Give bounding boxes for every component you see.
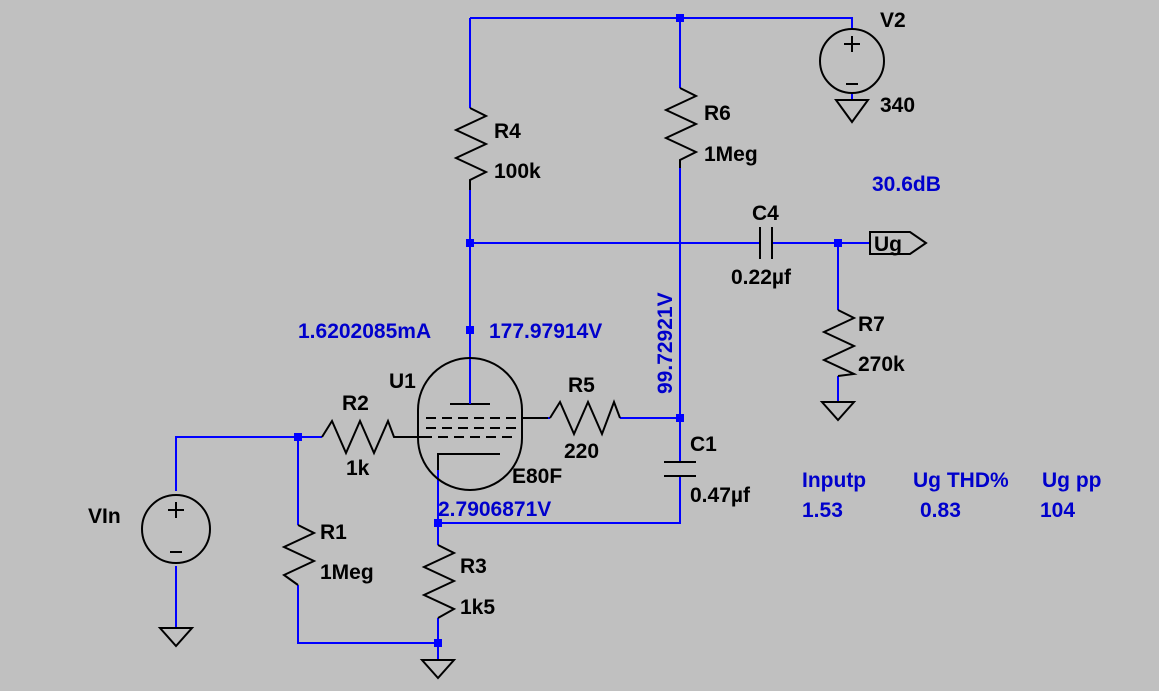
ground-icon bbox=[419, 659, 457, 680]
junction-dot bbox=[466, 326, 474, 334]
capacitor-c4-value: 0.22µf bbox=[731, 266, 792, 289]
net-label-ug-flag bbox=[869, 231, 928, 255]
capacitor-c1[interactable]: C1 0.47µf bbox=[664, 433, 751, 507]
capacitor-c4[interactable]: C4 0.22µf bbox=[731, 202, 792, 289]
resistor-r3-value: 1k5 bbox=[460, 596, 495, 619]
resistor-r3[interactable]: R3 1k5 bbox=[421, 544, 495, 619]
grounds bbox=[157, 99, 870, 680]
voltage-source-vin-name: VIn bbox=[88, 505, 121, 528]
tube-u1[interactable]: U1 E80F bbox=[389, 357, 562, 491]
cathode-voltage-readout: 2.7906871V bbox=[438, 498, 551, 521]
resistor-r3-name: R3 bbox=[460, 555, 487, 578]
resistor-r5-symbol bbox=[549, 399, 621, 437]
measurement-label: Ug pp bbox=[1042, 469, 1101, 492]
resistor-r4-name: R4 bbox=[494, 120, 521, 143]
voltage-source-v2-value: 340 bbox=[880, 94, 915, 117]
resistor-r4[interactable]: R4 100k bbox=[453, 107, 541, 190]
junction-dot bbox=[466, 239, 474, 247]
resistor-r7-symbol bbox=[821, 309, 858, 377]
measurement-label: Inputp bbox=[802, 469, 866, 492]
resistor-r6-name: R6 bbox=[704, 102, 731, 125]
probe-annotations: 30.6dB 1.6202085mA 177.97914V 99.72921V … bbox=[298, 173, 941, 521]
resistor-r5-value: 220 bbox=[564, 440, 599, 463]
wire-r1-bottom bbox=[297, 585, 438, 644]
voltage-source-v2[interactable]: V2 340 bbox=[819, 9, 915, 117]
net-label-ug-text: Ug bbox=[874, 233, 902, 256]
ground-icon bbox=[157, 627, 195, 648]
voltage-source-v2-name: V2 bbox=[880, 9, 906, 32]
junctions bbox=[294, 14, 842, 647]
measurement-value: 104 bbox=[1040, 499, 1075, 522]
resistor-r5[interactable]: R5 220 bbox=[549, 374, 621, 463]
resistor-r6-symbol bbox=[663, 87, 699, 168]
junction-dot bbox=[676, 14, 684, 22]
resistor-r1-name: R1 bbox=[320, 521, 347, 544]
measurement-label: Ug THD% bbox=[913, 469, 1009, 492]
resistor-r6-value: 1Meg bbox=[704, 143, 758, 166]
resistor-r2-value: 1k bbox=[346, 457, 370, 480]
tube-envelope bbox=[417, 357, 523, 491]
resistor-r2-name: R2 bbox=[342, 392, 369, 415]
ground-icon bbox=[819, 401, 857, 422]
measurement-value: 0.83 bbox=[920, 499, 961, 522]
resistor-r1-value: 1Meg bbox=[320, 561, 374, 584]
anode-voltage-readout: 177.97914V bbox=[489, 320, 602, 343]
voltage-source-v2-body bbox=[819, 28, 885, 94]
resistor-r7-value: 270k bbox=[858, 353, 905, 376]
junction-dot bbox=[294, 433, 302, 441]
resistor-r6[interactable]: R6 1Meg bbox=[663, 87, 758, 168]
resistor-r1[interactable]: R1 1Meg bbox=[281, 521, 374, 586]
voltage-source-vin[interactable]: VIn bbox=[88, 494, 211, 564]
measurements: Inputp 1.53 Ug THD% 0.83 Ug pp 104 bbox=[802, 469, 1101, 522]
gain-readout: 30.6dB bbox=[872, 173, 941, 196]
resistor-r3-symbol bbox=[421, 544, 457, 619]
wire-c1-bottom bbox=[438, 476, 681, 524]
capacitor-c1-name: C1 bbox=[690, 433, 717, 456]
tube-cathode bbox=[437, 453, 500, 470]
junction-dot bbox=[434, 639, 442, 647]
wire-top-rail bbox=[470, 17, 853, 30]
resistor-r1-symbol bbox=[281, 524, 317, 586]
voltage-source-vin-body bbox=[141, 494, 211, 564]
capacitor-c1-value: 0.47µf bbox=[690, 484, 751, 507]
wire-input bbox=[175, 436, 322, 491]
tube-u1-name: U1 bbox=[389, 370, 416, 393]
ground-icon bbox=[834, 99, 870, 124]
tube-u1-value: E80F bbox=[512, 465, 562, 488]
measurement-value: 1.53 bbox=[802, 499, 843, 522]
resistor-r7-name: R7 bbox=[858, 313, 885, 336]
screen-voltage-readout: 99.72921V bbox=[654, 292, 677, 394]
resistor-r7[interactable]: R7 270k bbox=[821, 309, 905, 377]
junction-dot bbox=[434, 519, 442, 527]
junction-dot bbox=[676, 414, 684, 422]
resistor-r4-symbol bbox=[453, 107, 489, 190]
resistor-r4-value: 100k bbox=[494, 160, 541, 183]
junction-dot bbox=[834, 239, 842, 247]
anode-current-readout: 1.6202085mA bbox=[298, 320, 431, 343]
resistor-r5-name: R5 bbox=[568, 374, 595, 397]
capacitor-c4-name: C4 bbox=[752, 202, 779, 225]
resistor-r2[interactable]: R2 1k bbox=[321, 392, 422, 480]
resistor-r2-symbol bbox=[321, 418, 422, 456]
net-label-ug[interactable]: Ug bbox=[869, 231, 928, 256]
